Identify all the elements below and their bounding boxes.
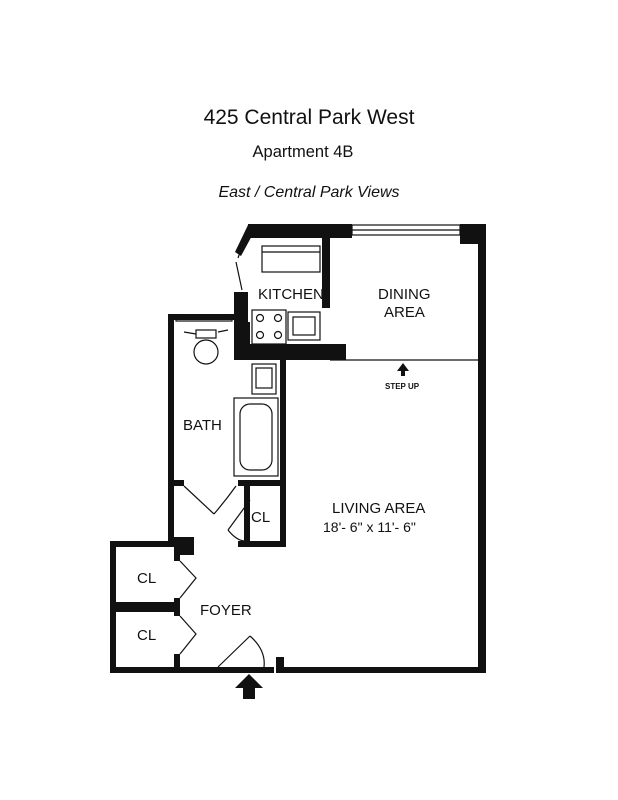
toilet-icon <box>193 339 219 365</box>
living-dimensions: 18'- 6" x 11'- 6" <box>323 519 416 535</box>
dining-label-line1: DINING <box>378 286 431 303</box>
kitchen-counter <box>261 245 321 273</box>
bath-fixtures <box>183 329 279 477</box>
apartment-label: Apartment 4B <box>252 143 354 161</box>
stove-icon <box>251 309 287 345</box>
sink-icon <box>287 311 321 341</box>
foyer-label: FOYER <box>200 602 252 619</box>
living-label: LIVING AREA <box>332 500 425 517</box>
bath-label: BATH <box>183 417 222 434</box>
entry-arrow-icon <box>235 674 263 699</box>
views-note: East / Central Park Views <box>218 184 400 201</box>
plan-title: 425 Central Park West <box>203 106 415 129</box>
step-up-arrow-icon <box>397 363 409 376</box>
lower-closet-label: CL <box>137 627 156 644</box>
hall-closet-label: CL <box>251 509 270 526</box>
bath-sink-icon <box>251 363 277 395</box>
bathtub-icon <box>233 397 279 477</box>
windows <box>175 224 461 322</box>
walls <box>110 224 486 673</box>
doors <box>179 485 265 668</box>
kitchen-label: KITCHEN <box>258 286 324 303</box>
dining-label-line2: AREA <box>384 304 425 321</box>
upper-closet-label: CL <box>137 570 156 587</box>
step-up-label: STEP UP <box>385 382 420 391</box>
kitchen-fixtures <box>251 245 321 345</box>
